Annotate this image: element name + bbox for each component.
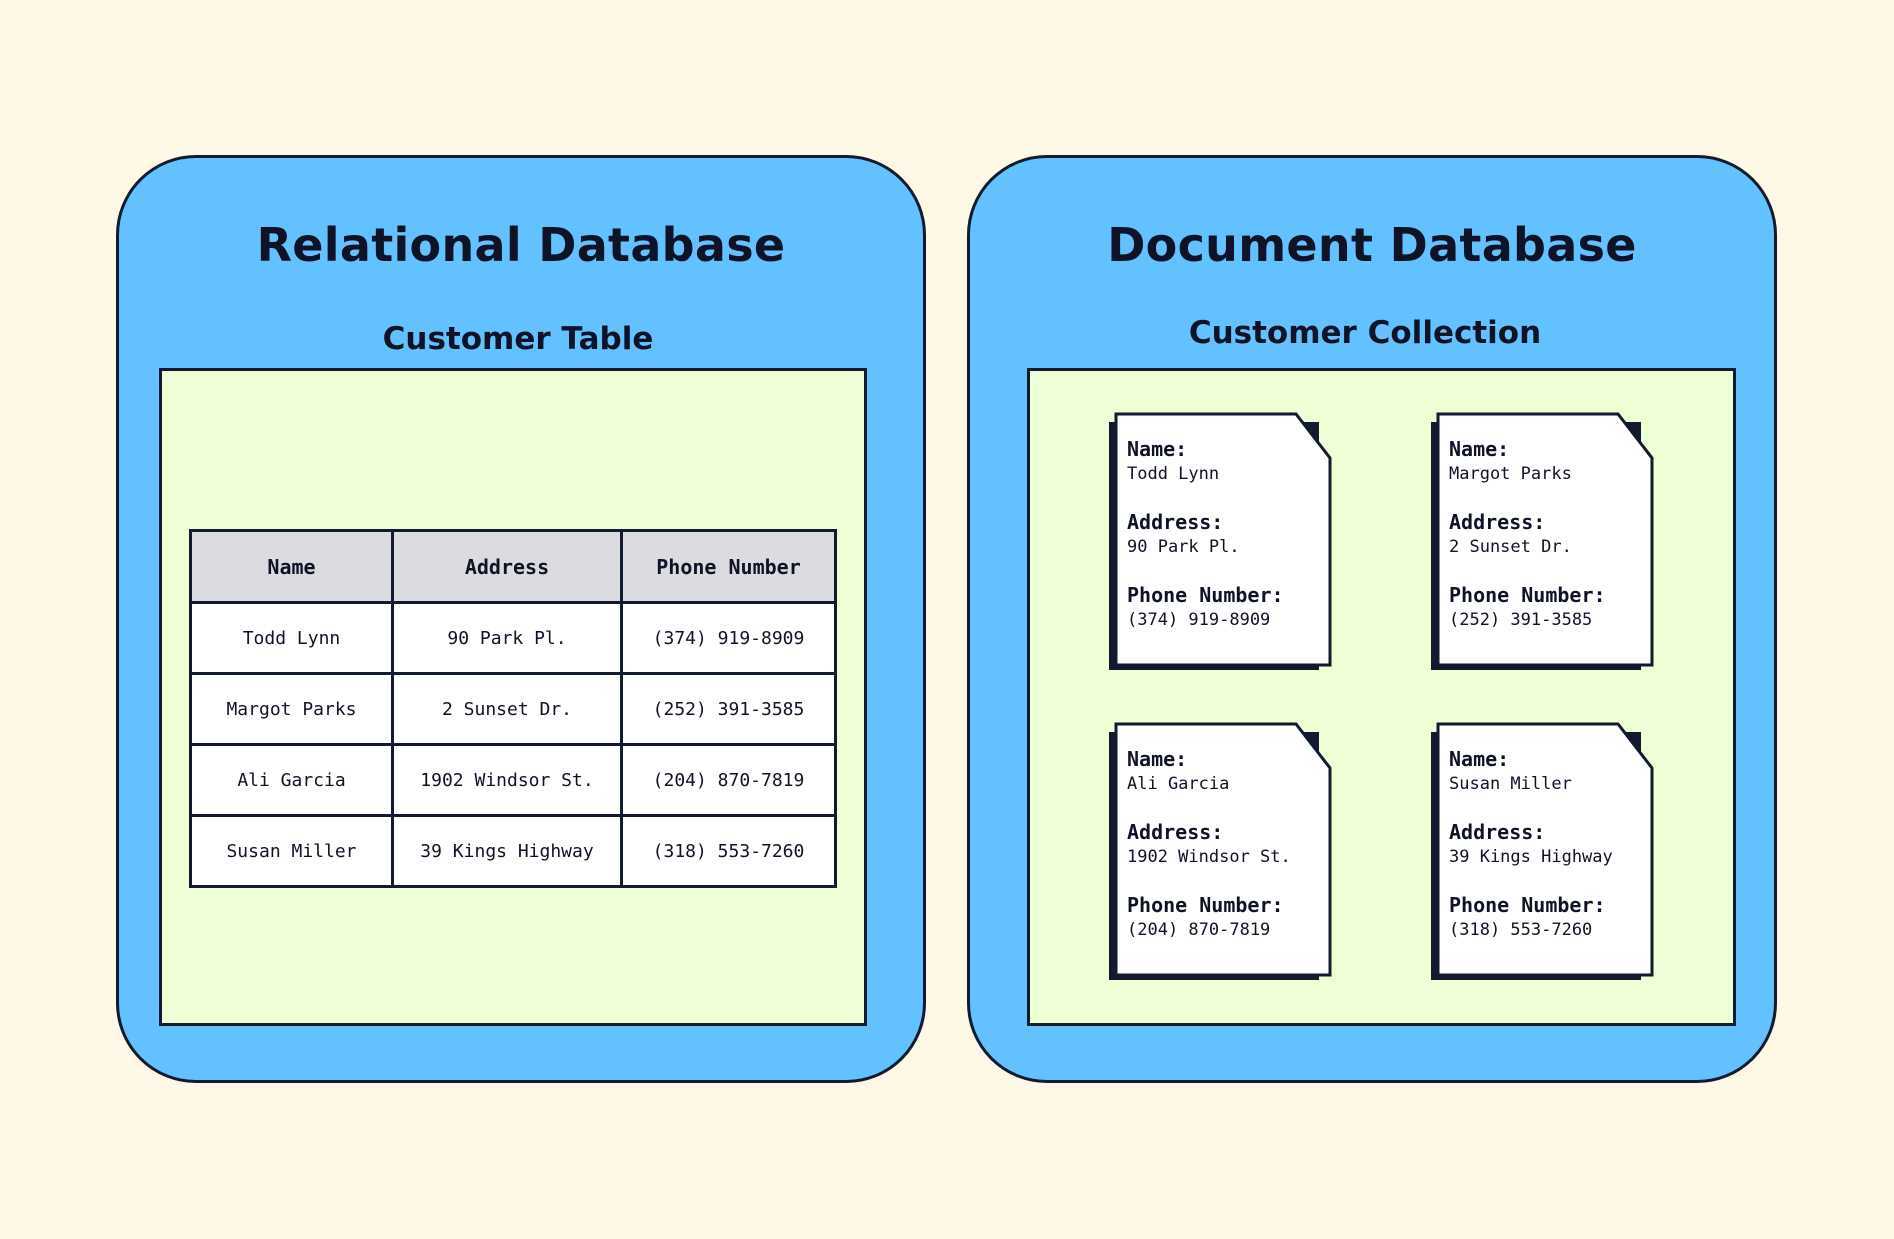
field-label-address: Address: (1127, 510, 1224, 534)
cell-name: Susan Miller (189, 814, 394, 888)
field-value-name: Todd Lynn (1127, 464, 1220, 484)
document-database-panel: Document Database Customer Collection Na… (967, 155, 1777, 1083)
cell-name: Ali Garcia (189, 743, 394, 817)
field-label-name: Name: (1127, 437, 1188, 461)
cell-address: 90 Park Pl. (391, 601, 623, 675)
table-header-row: Name Address Phone Number (189, 529, 837, 604)
cell-phone: (252) 391-3585 (620, 672, 837, 746)
document-database-title: Document Database (1107, 218, 1637, 272)
field-value-address: 39 Kings Highway (1449, 847, 1613, 867)
field-label-phone: Phone Number: (1449, 893, 1606, 917)
field-value-phone: (374) 919-8909 (1127, 610, 1271, 630)
cell-address: 1902 Windsor St. (391, 743, 623, 817)
field-value-name: Margot Parks (1449, 464, 1572, 484)
cell-phone: (204) 870-7819 (620, 743, 837, 817)
document-shape-icon (1109, 412, 1332, 670)
table-row: Margot Parks 2 Sunset Dr. (252) 391-3585 (189, 672, 837, 746)
customer-collection-title: Customer Collection (1188, 315, 1542, 351)
customer-table-container: Name Address Phone Number Todd Lynn 90 P… (159, 368, 867, 1026)
field-label-name: Name: (1449, 437, 1510, 461)
document-card: Name: Ali Garcia Address: 1902 Windsor S… (1109, 722, 1332, 980)
relational-database-panel: Relational Database Customer Table Name … (116, 155, 926, 1083)
field-label-phone: Phone Number: (1127, 893, 1284, 917)
table-row: Ali Garcia 1902 Windsor St. (204) 870-78… (189, 743, 837, 817)
field-label-address: Address: (1449, 510, 1546, 534)
field-label-name: Name: (1127, 747, 1188, 771)
cell-name: Todd Lynn (189, 601, 394, 675)
field-label-address: Address: (1449, 820, 1546, 844)
document-shape-icon (1431, 412, 1654, 670)
document-card: Name: Todd Lynn Address: 90 Park Pl. Pho… (1109, 412, 1332, 670)
field-label-phone: Phone Number: (1127, 583, 1284, 607)
customer-collection-container: Name: Todd Lynn Address: 90 Park Pl. Pho… (1027, 368, 1736, 1026)
table-row: Susan Miller 39 Kings Highway (318) 553-… (189, 814, 837, 888)
customer-table: Name Address Phone Number Todd Lynn 90 P… (189, 529, 837, 888)
document-card: Name: Susan Miller Address: 39 Kings Hig… (1431, 722, 1654, 980)
document-shape-icon (1109, 722, 1332, 980)
field-label-name: Name: (1449, 747, 1510, 771)
column-header-address: Address (391, 529, 623, 604)
field-value-name: Ali Garcia (1127, 774, 1230, 794)
field-label-address: Address: (1127, 820, 1224, 844)
cell-phone: (318) 553-7260 (620, 814, 837, 888)
cell-address: 2 Sunset Dr. (391, 672, 623, 746)
column-header-phone: Phone Number (620, 529, 837, 604)
field-value-address: 2 Sunset Dr. (1449, 537, 1572, 557)
field-label-phone: Phone Number: (1449, 583, 1606, 607)
cell-name: Margot Parks (189, 672, 394, 746)
field-value-address: 90 Park Pl. (1127, 537, 1240, 557)
field-value-address: 1902 Windsor St. (1127, 847, 1291, 867)
field-value-phone: (252) 391-3585 (1449, 610, 1593, 630)
column-header-name: Name (189, 529, 394, 604)
relational-database-title: Relational Database (256, 218, 786, 272)
field-value-name: Susan Miller (1449, 774, 1572, 794)
cell-address: 39 Kings Highway (391, 814, 623, 888)
table-row: Todd Lynn 90 Park Pl. (374) 919-8909 (189, 601, 837, 675)
field-value-phone: (318) 553-7260 (1449, 920, 1593, 940)
document-shape-icon (1431, 722, 1654, 980)
cell-phone: (374) 919-8909 (620, 601, 837, 675)
field-value-phone: (204) 870-7819 (1127, 920, 1271, 940)
customer-table-title: Customer Table (382, 321, 654, 357)
document-card: Name: Margot Parks Address: 2 Sunset Dr.… (1431, 412, 1654, 670)
